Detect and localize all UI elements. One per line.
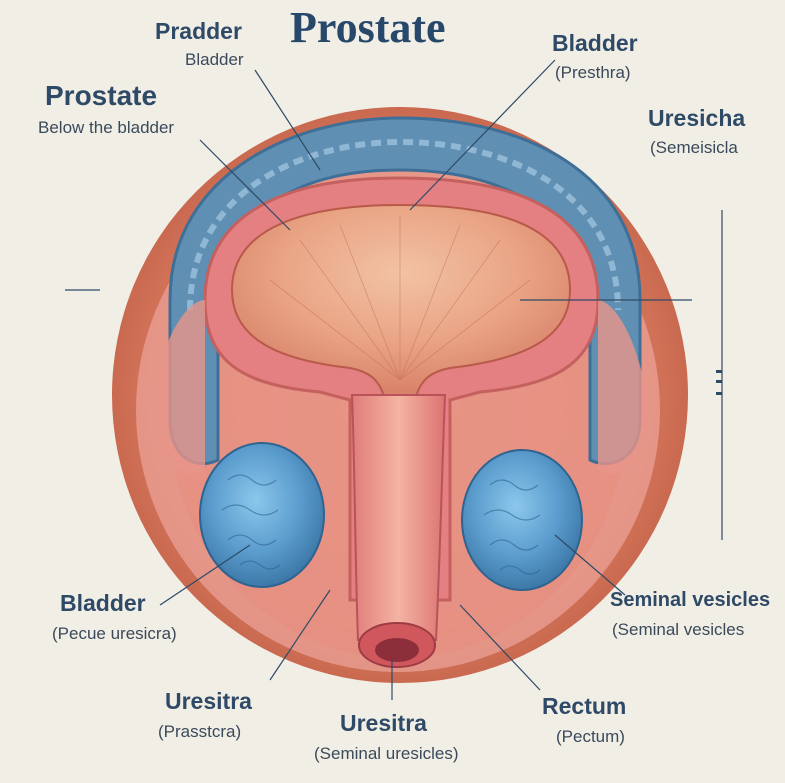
diagram-title: Prostate xyxy=(290,3,446,52)
urethra xyxy=(350,394,447,641)
label-bottom-right-sub: (Seminal vesicles xyxy=(612,620,745,639)
label-bottom-right-main: Seminal vesicles xyxy=(610,589,771,611)
label-lower-left-main: Uresitra xyxy=(165,688,252,714)
label-lower-left-sub: (Prasstcra) xyxy=(158,722,242,741)
label-lower-right-sub: (Pectum) xyxy=(556,727,625,746)
label-bottom-left-main: Bladder xyxy=(60,590,146,616)
bladder-muscle-band-inner xyxy=(187,138,621,311)
label-left-main: Prostate xyxy=(45,80,158,111)
scale-ticks xyxy=(716,370,722,395)
bladder-cavity xyxy=(230,203,572,401)
bladder-fibers xyxy=(269,215,531,381)
gland-texture xyxy=(221,474,541,575)
label-bottom-center-main: Uresitra xyxy=(340,710,427,736)
leader-lines xyxy=(65,59,723,700)
label-top-left-sub: Bladder xyxy=(185,50,244,69)
label-lower-right-main: Rectum xyxy=(542,693,627,719)
label-right-sub: (Semeisicla xyxy=(650,138,738,157)
right-tissue-fold xyxy=(598,300,650,474)
label-top-right-sub: (Presthra) xyxy=(555,63,631,82)
label-left-sub: Below the bladder xyxy=(38,118,175,137)
label-bottom-center-sub: (Seminal uresicles) xyxy=(314,744,459,763)
urethra-lumen xyxy=(375,638,419,662)
label-right-main: Uresicha xyxy=(648,105,746,131)
label-bottom-left-sub: (Pecue uresicra) xyxy=(52,624,177,643)
label-top-right-main: Bladder xyxy=(552,30,638,56)
label-top-left-main: Pradder xyxy=(155,18,242,44)
left-tissue-fold xyxy=(150,300,205,474)
